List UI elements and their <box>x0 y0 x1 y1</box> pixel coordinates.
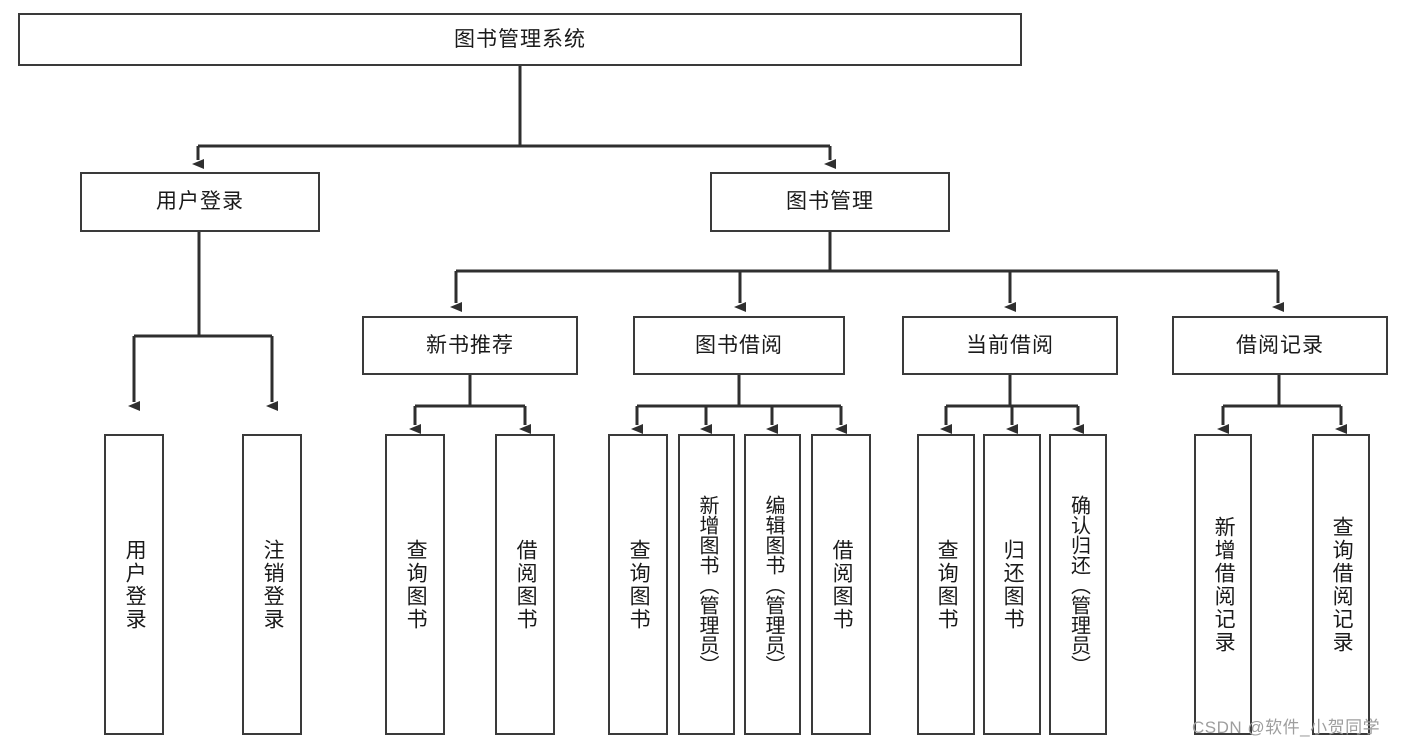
node-new-book-recommend[interactable]: 新书推荐 <box>362 316 578 375</box>
leaf-user-login[interactable]: 用户登录 <box>104 434 164 735</box>
leaf-record-add-borrow-record[interactable]: 新增借阅记录 <box>1194 434 1252 735</box>
leaf-current-return-book[interactable]: 归还图书 <box>983 434 1041 735</box>
leaf-borrow-add-book-admin[interactable]: 新增图书（管理员） <box>678 434 735 735</box>
node-label: 当前借阅 <box>966 333 1054 357</box>
node-label: 借阅记录 <box>1236 333 1324 357</box>
leaf-current-query-book[interactable]: 查询图书 <box>917 434 975 735</box>
node-label: 查询图书 <box>935 538 959 631</box>
node-label: 新增图书（管理员） <box>696 494 718 675</box>
leaf-record-query-borrow-record[interactable]: 查询借阅记录 <box>1312 434 1370 735</box>
node-label: 查询借阅记录 <box>1330 515 1354 654</box>
node-book-borrow[interactable]: 图书借阅 <box>633 316 845 375</box>
node-label: 查询图书 <box>627 538 651 631</box>
node-user-login[interactable]: 用户登录 <box>80 172 320 232</box>
node-root-system[interactable]: 图书管理系统 <box>18 13 1022 66</box>
node-label: 注销登录 <box>261 538 285 631</box>
node-label: 新增借阅记录 <box>1212 515 1236 654</box>
node-label: 用户登录 <box>123 538 147 631</box>
node-label: 查询图书 <box>404 538 428 631</box>
leaf-borrow-edit-book-admin[interactable]: 编辑图书（管理员） <box>744 434 801 735</box>
node-label: 图书借阅 <box>695 333 783 357</box>
node-borrow-record[interactable]: 借阅记录 <box>1172 316 1388 375</box>
leaf-borrow-query-book[interactable]: 查询图书 <box>608 434 668 735</box>
leaf-recommend-borrow-book[interactable]: 借阅图书 <box>495 434 555 735</box>
node-label: 确认归还（管理员） <box>1067 494 1090 675</box>
node-label: 借阅图书 <box>514 538 538 631</box>
node-book-management[interactable]: 图书管理 <box>710 172 950 232</box>
leaf-borrow-borrow-book[interactable]: 借阅图书 <box>811 434 871 735</box>
leaf-recommend-query-book[interactable]: 查询图书 <box>385 434 445 735</box>
node-label: 图书管理系统 <box>454 27 586 51</box>
node-label: 编辑图书（管理员） <box>762 494 784 675</box>
node-label: 图书管理 <box>786 190 874 214</box>
node-label: 归还图书 <box>1001 538 1025 631</box>
node-current-borrow[interactable]: 当前借阅 <box>902 316 1118 375</box>
node-label: 用户登录 <box>156 190 244 214</box>
leaf-user-logout[interactable]: 注销登录 <box>242 434 302 735</box>
node-label: 借阅图书 <box>830 538 854 631</box>
leaf-current-confirm-return-admin[interactable]: 确认归还（管理员） <box>1049 434 1107 735</box>
watermark-text: CSDN @软件_小贺同学 <box>1192 718 1381 737</box>
node-label: 新书推荐 <box>426 333 514 357</box>
